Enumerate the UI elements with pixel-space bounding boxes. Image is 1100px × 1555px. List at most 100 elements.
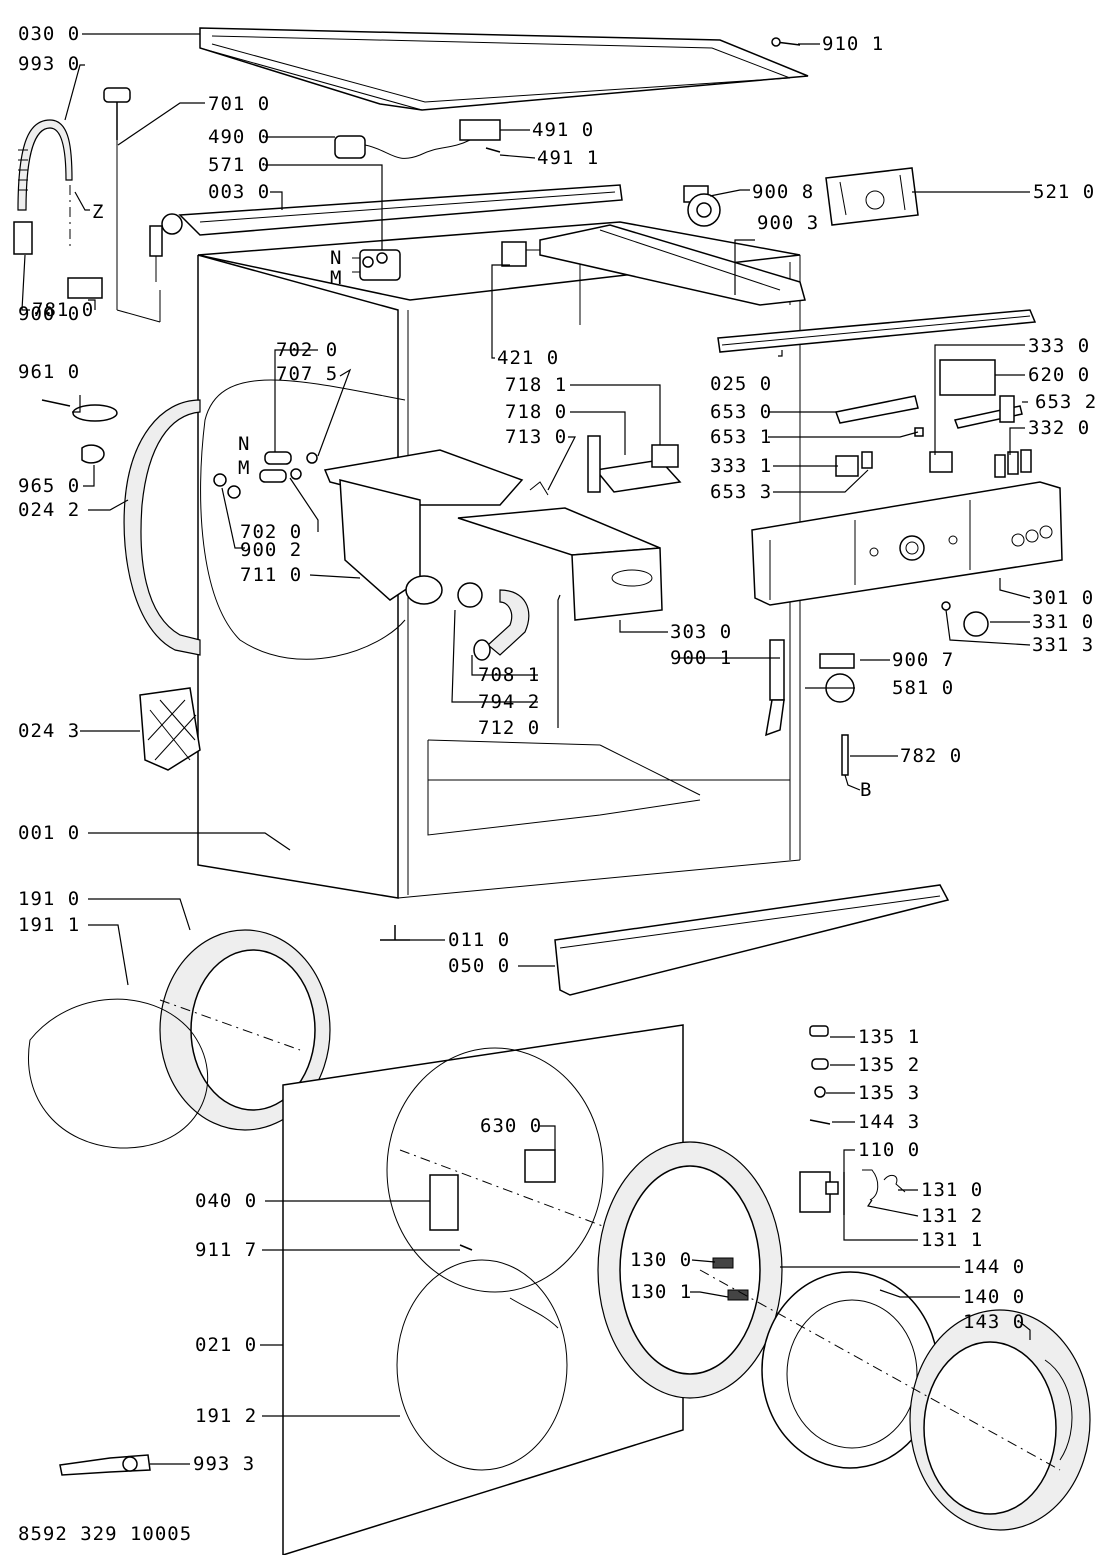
clip-7075b	[290, 468, 302, 480]
label-333-0-top: 333 0	[1028, 335, 1090, 357]
label-900-3: 900 3	[757, 212, 819, 234]
front-panel	[282, 1024, 684, 1555]
pin-6531	[914, 427, 924, 437]
label-025-0: 025 0	[710, 373, 772, 395]
label-911-7: 911 7	[195, 1239, 257, 1261]
foot	[380, 925, 410, 941]
door-hinge	[429, 1174, 459, 1231]
label-718-1: 718 1	[505, 374, 567, 396]
label-021-0: 021 0	[195, 1334, 257, 1356]
drain-hose	[13, 119, 73, 255]
label-521-0: 521 0	[1033, 181, 1095, 203]
label-781-0: 781 0	[32, 299, 94, 321]
label-131-1: 131 1	[921, 1229, 983, 1251]
label-900-8: 900 8	[752, 181, 814, 203]
label-331-3: 331 3	[1032, 634, 1094, 656]
label-782-0: 782 0	[900, 745, 962, 767]
label-140-0: 140 0	[963, 1286, 1025, 1308]
label-144-3: 144 3	[858, 1111, 920, 1133]
label-030-0: 030 0	[18, 23, 80, 45]
siphon-7180	[594, 459, 682, 493]
filter-9610	[41, 399, 118, 422]
bracket-3330	[929, 451, 953, 473]
solenoid-valve	[352, 249, 401, 281]
label-653-2: 653 2	[1035, 391, 1097, 413]
label-Z: Z	[92, 201, 104, 223]
label-910-1: 910 1	[822, 33, 884, 55]
label-191-2: 191 2	[195, 1405, 257, 1427]
label-130-1: 130 1	[630, 1281, 692, 1303]
label-993-3: 993 3	[193, 1453, 255, 1475]
label-712-0: 712 0	[478, 717, 540, 739]
filter-cover	[139, 687, 201, 771]
label-707-5: 707 5	[276, 363, 338, 385]
label-961-0: 961 0	[18, 361, 80, 383]
label-702-0-upper: 702 0	[276, 339, 338, 361]
label-965-0: 965 0	[18, 475, 80, 497]
label-040-0: 040 0	[195, 1190, 257, 1212]
label-900-7: 900 7	[892, 649, 954, 671]
clip-7075	[306, 452, 318, 464]
relay	[501, 241, 540, 267]
label-421-0: 421 0	[497, 347, 559, 369]
label-110-0: 110 0	[858, 1139, 920, 1161]
label-131-2: 131 2	[921, 1205, 983, 1227]
label-653-0: 653 0	[710, 401, 772, 423]
panel-rail	[717, 309, 1037, 353]
label-M-lower: M	[238, 457, 250, 479]
label-301-0: 301 0	[1032, 587, 1094, 609]
pipe-7130	[587, 435, 601, 493]
part-9008	[683, 185, 721, 227]
door-catch	[524, 1149, 556, 1183]
part-drawings	[13, 27, 1091, 1555]
label-490-0: 490 0	[208, 126, 270, 148]
label-M-upper: M	[330, 267, 342, 289]
label-333-1: 333 1	[710, 455, 772, 477]
top-lid	[199, 27, 809, 111]
label-050-0: 050 0	[448, 955, 510, 977]
label-713-0: 713 0	[505, 426, 567, 448]
cable-tie-7820	[841, 734, 849, 776]
label-191-0: 191 0	[18, 888, 80, 910]
door-frame	[597, 1141, 783, 1399]
bolt-1352	[811, 1058, 829, 1070]
screw-9117	[459, 1244, 473, 1251]
inlet-tube	[103, 87, 161, 323]
label-702-0-lower: 702 0	[240, 521, 302, 543]
part-labels: 030 0 993 0 701 0 490 0 571 0 003 0 491 …	[18, 23, 1097, 1545]
label-900-0: 900 0	[18, 303, 80, 325]
label-303-0: 303 0	[670, 621, 732, 643]
knob-6532	[999, 395, 1015, 423]
label-491-1: 491 1	[537, 147, 599, 169]
label-135-1: 135 1	[858, 1026, 920, 1048]
hose-bracket	[67, 277, 103, 299]
knob-3310	[963, 611, 989, 637]
screw-9101	[771, 37, 801, 47]
label-130-0: 130 0	[630, 1249, 692, 1271]
label-653-3: 653 3	[710, 481, 772, 503]
label-794-2: 794 2	[478, 691, 540, 713]
clip-6533	[861, 451, 873, 469]
dispenser-drawer	[457, 507, 663, 621]
label-011-0: 011 0	[448, 929, 510, 951]
label-571-0: 571 0	[208, 154, 270, 176]
rear-seal-2042	[123, 399, 201, 656]
label-N-lower: N	[238, 433, 250, 455]
label-900-2: 900 2	[240, 539, 302, 561]
service-tool	[59, 1454, 151, 1476]
label-491-0: 491 0	[532, 119, 594, 141]
spring-3313	[941, 601, 951, 611]
label-B: B	[860, 779, 872, 801]
hose-fitting	[149, 213, 183, 282]
label-N-upper: N	[330, 247, 342, 269]
connector-7020a	[264, 451, 292, 465]
bellows-hose	[457, 582, 530, 661]
label-144-0: 144 0	[963, 1256, 1025, 1278]
label-620-0: 620 0	[1028, 364, 1090, 386]
screw-4911	[485, 147, 501, 153]
label-630-0: 630 0	[480, 1115, 542, 1137]
seal-9650	[81, 444, 105, 464]
top-rail	[178, 184, 623, 236]
label-135-3: 135 3	[858, 1082, 920, 1104]
